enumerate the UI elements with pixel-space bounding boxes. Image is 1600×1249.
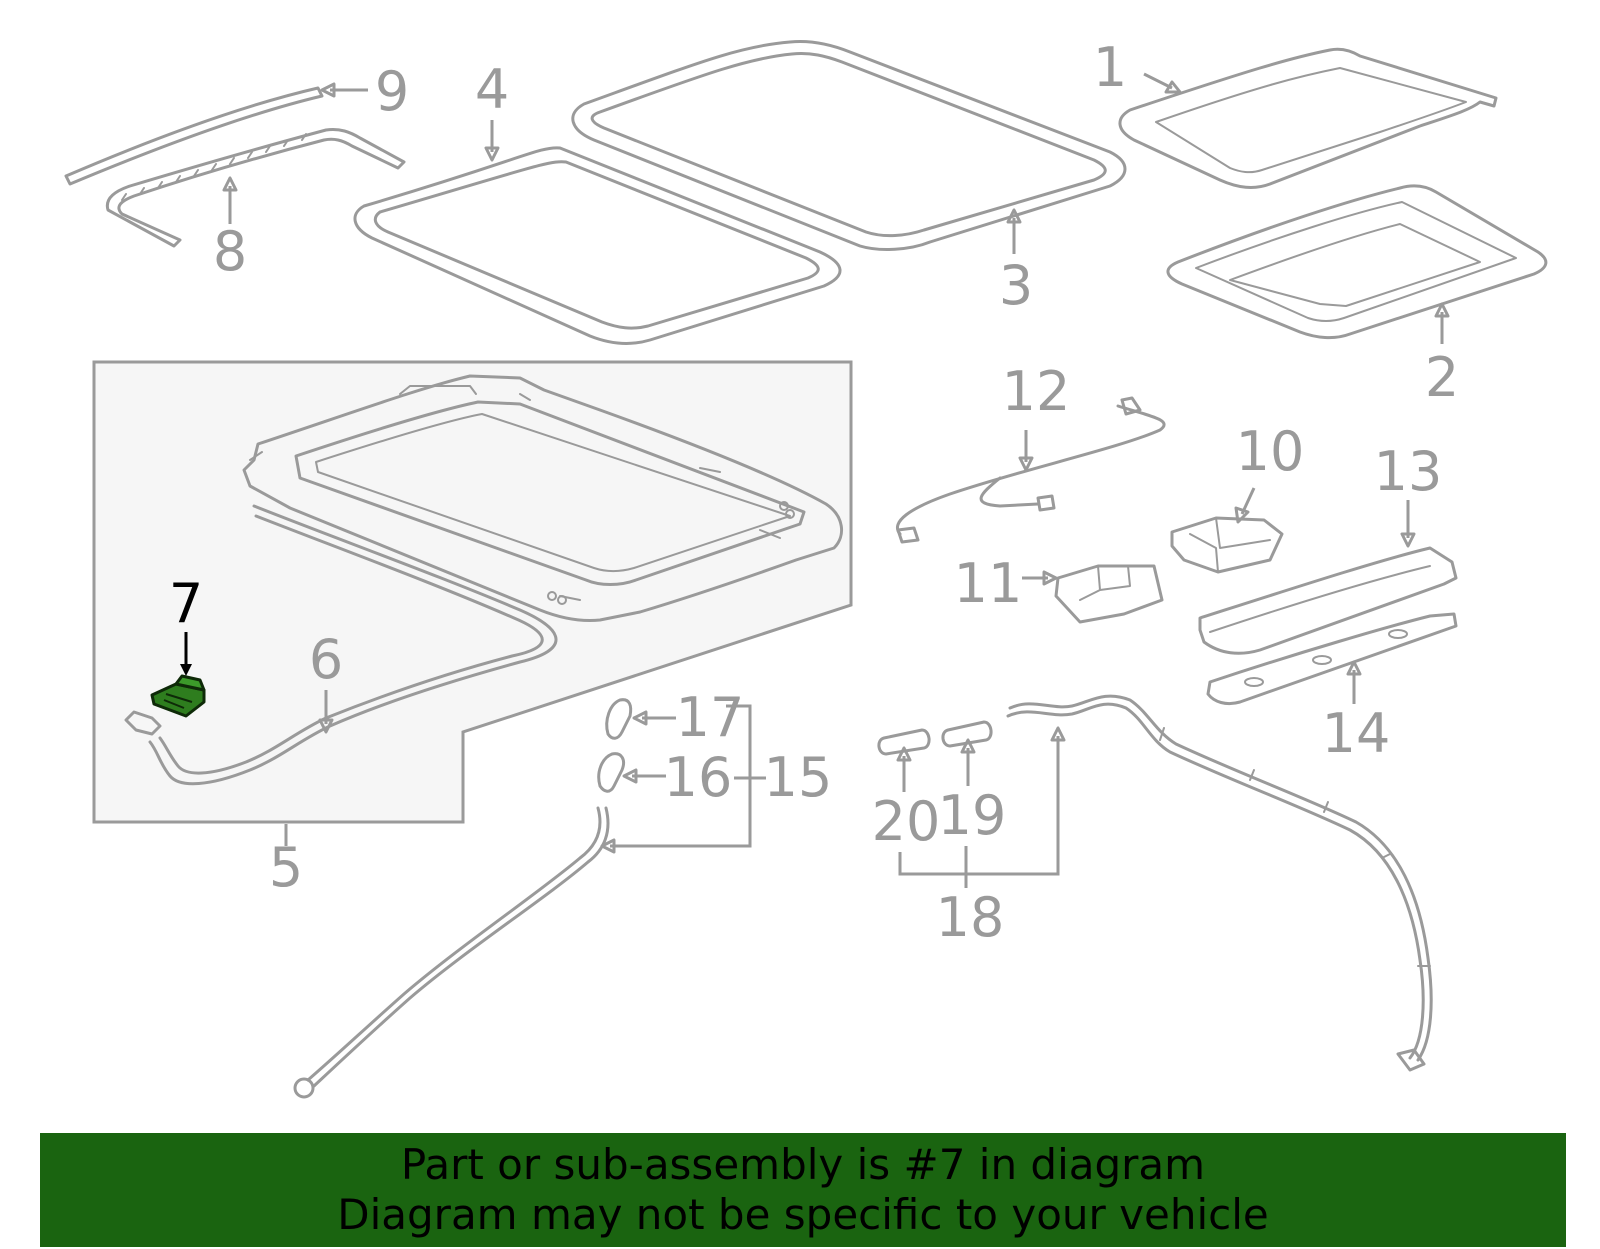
callout-numbers: 1 2 3 4 5 6 7 8 9 10 11 12 13 14 15 16 1… — [169, 36, 1459, 949]
banner-line-1: Part or sub-assembly is #7 in diagram — [400, 1140, 1206, 1189]
part-16-plug[interactable] — [597, 752, 626, 793]
banner-line-2: Diagram may not be specific to your vehi… — [337, 1190, 1269, 1239]
callout-12: 12 — [1002, 360, 1071, 423]
callout-19: 19 — [938, 784, 1007, 847]
part-18-drain-hose[interactable] — [1006, 694, 1433, 1072]
callout-8: 8 — [213, 220, 247, 283]
leader-lines — [180, 72, 1450, 888]
callout-20: 20 — [872, 790, 941, 853]
info-banner: Part or sub-assembly is #7 in diagram Di… — [40, 1133, 1566, 1247]
part-13-rail[interactable] — [1198, 546, 1458, 655]
callout-15: 15 — [764, 746, 833, 809]
callout-3: 3 — [999, 254, 1033, 317]
part-15-drain-hose[interactable] — [293, 806, 610, 1099]
part-17-plug[interactable] — [605, 698, 633, 740]
part-11-bracket[interactable] — [1054, 564, 1164, 624]
callout-16: 16 — [664, 746, 733, 809]
part-4-glass-panel[interactable] — [353, 146, 842, 345]
part-12-harness[interactable] — [896, 396, 1166, 544]
part-9-molding[interactable] — [64, 86, 324, 186]
callout-6: 6 — [309, 628, 343, 691]
callout-5: 5 — [269, 836, 303, 899]
part-10-bracket[interactable] — [1170, 516, 1284, 574]
part-20-plug[interactable] — [877, 728, 931, 756]
part-1-panel[interactable] — [1118, 47, 1498, 189]
callout-17: 17 — [676, 686, 745, 749]
callout-4: 4 — [475, 58, 509, 121]
part-6-drain-hose[interactable] — [124, 504, 558, 786]
callout-13: 13 — [1374, 440, 1443, 503]
callout-1: 1 — [1093, 36, 1127, 99]
part-3-seal[interactable] — [571, 40, 1127, 251]
part-8-deflector[interactable] — [105, 128, 406, 248]
callout-18: 18 — [936, 886, 1005, 949]
part-2-frame[interactable] — [1166, 184, 1548, 340]
callout-14: 14 — [1322, 702, 1391, 765]
part-19-plug[interactable] — [941, 720, 993, 748]
part-7-bracket[interactable] — [150, 674, 206, 718]
callout-11: 11 — [954, 552, 1023, 615]
callout-2: 2 — [1425, 346, 1459, 409]
part-14-rail[interactable] — [1206, 612, 1458, 706]
callout-7: 7 — [169, 572, 203, 635]
callout-9: 9 — [375, 60, 409, 123]
callout-10: 10 — [1236, 420, 1305, 483]
